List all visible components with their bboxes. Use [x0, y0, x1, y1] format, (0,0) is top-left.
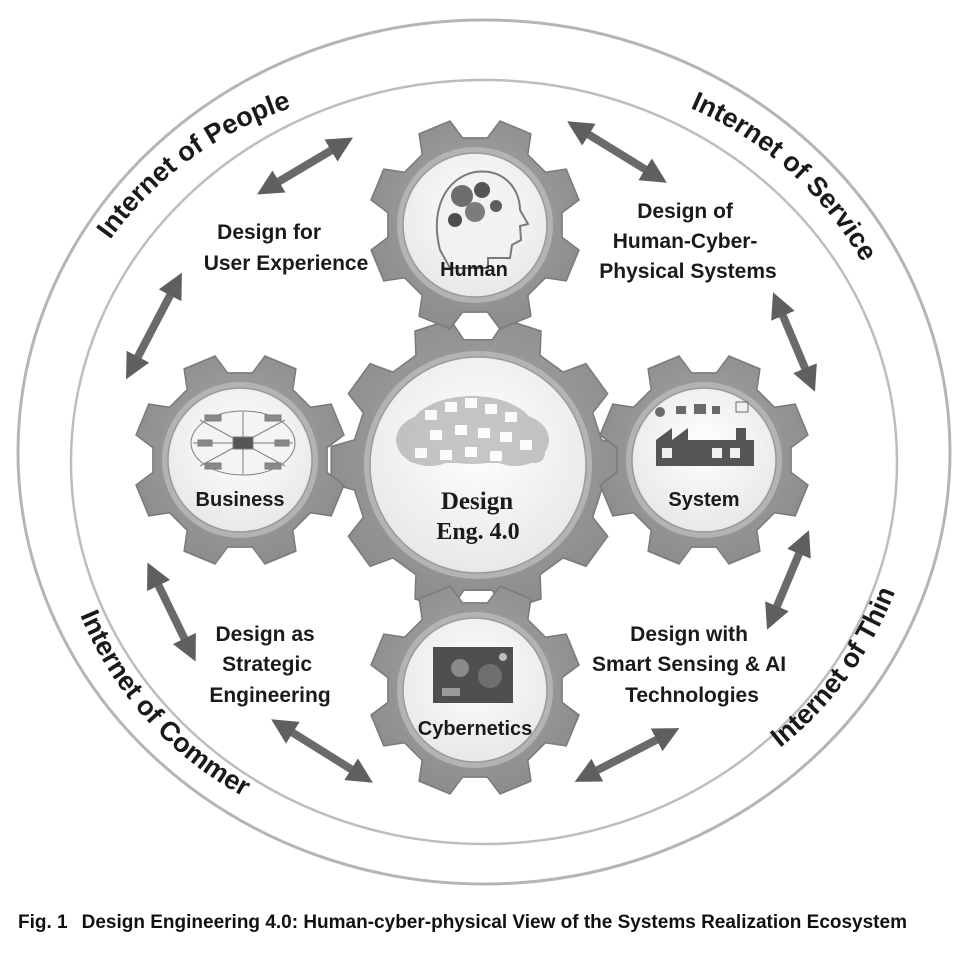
- human-head-gears-icon: [435, 170, 530, 269]
- design-user-experience: Design for User Experience: [204, 221, 369, 275]
- center-label-line1: Design: [441, 488, 513, 515]
- arrow-smart-bottom: [574, 728, 680, 782]
- center-label-line2: Eng. 4.0: [436, 519, 519, 545]
- gear-label-system: System: [668, 489, 739, 511]
- figure-caption: Fig. 1 Design Engineering 4.0: Human-cybe…: [18, 912, 953, 934]
- design-smart: Design with Smart Sensing & AI Technolog…: [592, 623, 792, 707]
- cloud-network-icon: [396, 396, 549, 466]
- arrow-hcps-right: [771, 292, 817, 392]
- gear-label-business: Business: [196, 489, 285, 511]
- factory-icon: [655, 401, 754, 466]
- mind-map-icon: [190, 410, 296, 476]
- arrow-strategic-left: [147, 562, 196, 662]
- gear-label-cybernetics: Cybernetics: [418, 718, 533, 740]
- gear-label-human: Human: [440, 259, 508, 281]
- design-hcps: Design of Human-Cyber- Physical Systems: [599, 200, 776, 283]
- figure-caption-text: Design Engineering 4.0: Human-cyber-phys…: [81, 912, 907, 933]
- arrow-ux-top: [256, 137, 354, 195]
- figure-number: Fig. 1: [18, 912, 68, 933]
- arrow-strategic-bottom: [271, 719, 373, 783]
- arrow-ux-left: [126, 272, 182, 380]
- design-strategic: Design as Strategic Engineering: [209, 623, 330, 707]
- cyber-screen-icon: [433, 647, 513, 703]
- arrow-hcps-top: [567, 121, 667, 183]
- arrow-smart-right: [765, 530, 811, 630]
